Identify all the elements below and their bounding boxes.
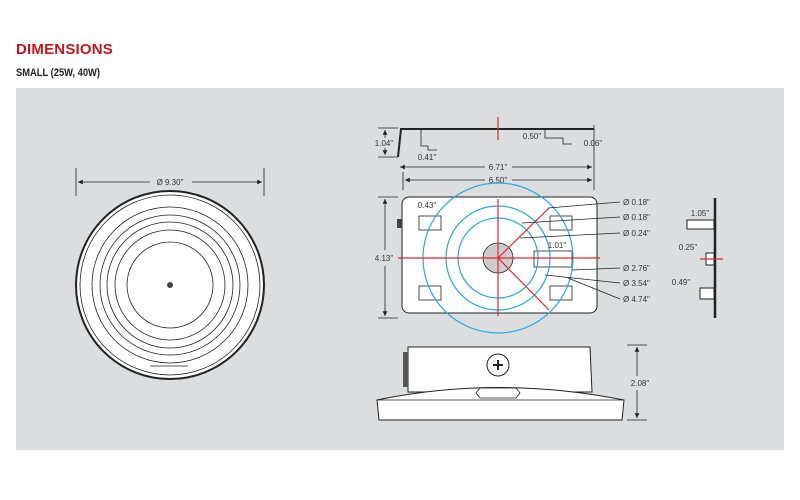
- fixture-height-label: 2.08": [631, 379, 650, 388]
- diameter-label: Ø 9.30": [157, 178, 184, 187]
- callout-label: Ø 3.54": [623, 279, 650, 288]
- side-bracket: 1.05" 0.25" 0.49": [672, 198, 723, 318]
- mounting-plate: 4.13" 0.43" 1.01" Ø 0.18" Ø 0.18" Ø 0.24…: [375, 182, 650, 334]
- clip-width-label: 1.01": [548, 241, 567, 250]
- tab-offset-label: 0.41": [418, 153, 437, 162]
- sensor-icon: [167, 282, 173, 288]
- plate-height-label: 4.13": [375, 254, 394, 263]
- overall-width-label: 6.71": [489, 163, 508, 172]
- callout-label: Ø 4.74": [623, 295, 650, 304]
- model-subtitle: SMALL (25W, 40W): [16, 67, 100, 79]
- side-dim-label: 0.49": [672, 278, 691, 287]
- side-dim-label: 0.25": [679, 243, 698, 252]
- callout-leaders: [519, 201, 621, 300]
- bracket-profile: 1.04" 0.41" 0.50" 0.06" 6.71" 6.50": [375, 117, 603, 190]
- slot-offset-label: 0.43": [418, 201, 437, 210]
- callout-label: Ø 0.18": [623, 198, 650, 207]
- section-title: DIMENSIONS: [16, 41, 114, 58]
- callout-label: Ø 0.24": [623, 229, 650, 238]
- plate-width-label: 6.50": [489, 176, 508, 185]
- callout-label: Ø 2.76": [623, 264, 650, 273]
- callout-label: Ø 0.18": [623, 213, 650, 222]
- side-dim-label: 1.05": [691, 209, 710, 218]
- thickness-label: 0.06": [584, 139, 603, 148]
- side-view-fixture: 2.08": [376, 344, 650, 421]
- bracket-height-label: 1.04": [375, 139, 394, 148]
- top-view-fixture: Ø 9.30": [75, 168, 265, 380]
- clip-height-label: 0.50": [523, 132, 542, 141]
